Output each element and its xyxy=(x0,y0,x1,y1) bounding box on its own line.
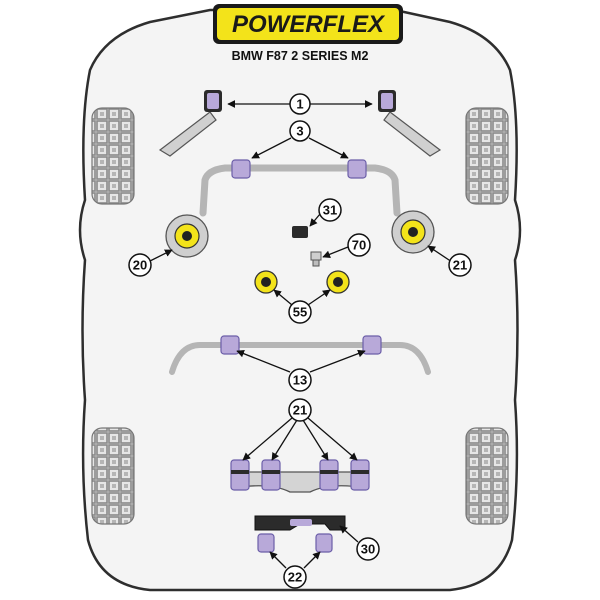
engine-mount-left xyxy=(254,270,278,294)
callout-20: 20 xyxy=(128,253,152,277)
callout-21-rear: 21 xyxy=(288,398,312,422)
svg-text:21: 21 xyxy=(453,258,467,273)
front-arm-bush-right xyxy=(378,90,396,112)
callout-21-front: 21 xyxy=(448,253,472,277)
callout-1: 1 xyxy=(289,93,311,115)
subframe-bush-2 xyxy=(261,459,281,491)
top-mount-right xyxy=(391,210,435,254)
diff-bush-left xyxy=(257,533,275,553)
part-70-insert xyxy=(310,251,322,267)
top-mount-left xyxy=(165,214,209,258)
part-31-bush xyxy=(292,226,308,238)
tyre-rear-right xyxy=(465,427,509,525)
front-arm-bush-left xyxy=(204,90,222,112)
tyre-front-left xyxy=(91,107,135,205)
callout-22: 22 xyxy=(283,565,307,589)
svg-text:70: 70 xyxy=(352,238,366,253)
callout-30: 30 xyxy=(356,537,380,561)
powerflex-logo: POWERFLEX xyxy=(213,4,403,44)
svg-text:21: 21 xyxy=(293,403,307,418)
svg-text:55: 55 xyxy=(293,305,307,320)
rear-anti-roll-bar xyxy=(169,342,431,375)
tyre-rear-left xyxy=(91,427,135,525)
subframe-bush-4 xyxy=(350,459,370,491)
model-title: BMW F87 2 SERIES M2 xyxy=(232,49,369,63)
leader-lines xyxy=(147,100,453,569)
chassis-outline xyxy=(78,8,522,592)
callout-3: 3 xyxy=(289,120,311,142)
rear-arb-bush-right xyxy=(362,335,382,355)
svg-text:13: 13 xyxy=(293,373,307,388)
rear-arb-bush-left xyxy=(220,335,240,355)
front-arm-right xyxy=(383,111,442,157)
svg-text:1: 1 xyxy=(296,97,303,112)
svg-text:30: 30 xyxy=(361,542,375,557)
svg-text:20: 20 xyxy=(133,258,147,273)
svg-text:22: 22 xyxy=(288,570,302,585)
diff-mount-insert xyxy=(290,519,312,526)
callout-13: 13 xyxy=(288,368,312,392)
front-arb-bush-right xyxy=(347,159,367,179)
front-arb-bush-left xyxy=(231,159,251,179)
svg-text:3: 3 xyxy=(296,124,303,139)
logo-text: POWERFLEX xyxy=(232,11,386,38)
diff-bush-right xyxy=(315,533,333,553)
callout-70: 70 xyxy=(347,233,371,257)
engine-mount-right xyxy=(326,270,350,294)
subframe-bush-3 xyxy=(319,459,339,491)
callout-55: 55 xyxy=(288,300,312,324)
front-anti-roll-bar xyxy=(199,164,401,217)
tyre-front-right xyxy=(465,107,509,205)
front-arm-left xyxy=(158,111,217,157)
subframe-bush-1 xyxy=(230,459,250,491)
callout-31: 31 xyxy=(318,198,342,222)
svg-text:31: 31 xyxy=(323,203,337,218)
